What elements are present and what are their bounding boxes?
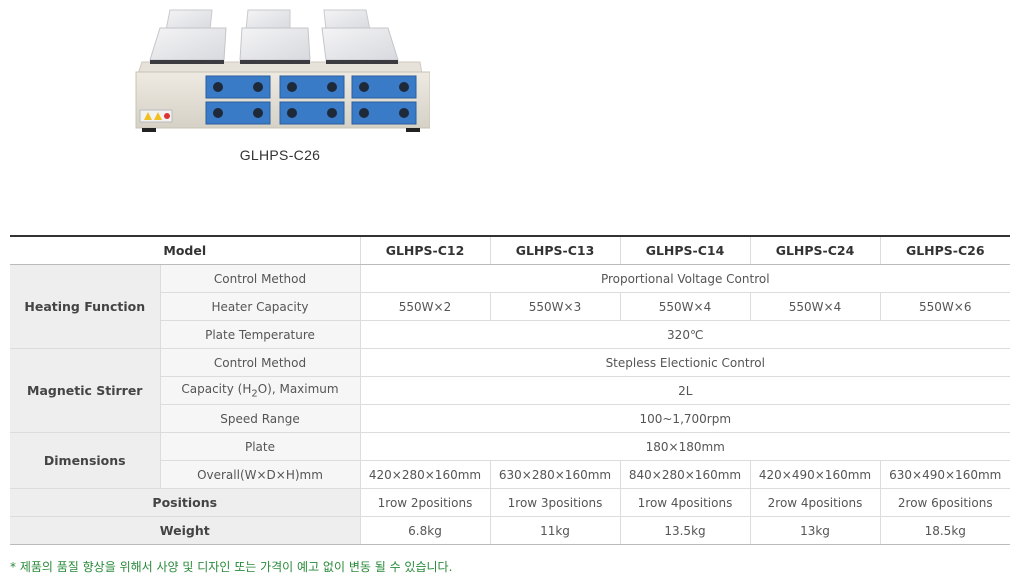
table-row: Magnetic Stirrer Control Method Stepless…	[10, 348, 1010, 433]
cell-value: 550W×2	[359, 292, 491, 321]
cell-value: 6.8kg	[359, 516, 491, 545]
row-label: Control Method	[159, 348, 361, 377]
cell-value: 420×490×160mm	[749, 460, 881, 489]
cell-value: 13kg	[749, 516, 881, 545]
row-label: Speed Range	[160, 404, 361, 433]
model-header: Model	[10, 235, 361, 265]
model-col-header: GLHPS-C26	[879, 235, 1010, 265]
cell-value: 2L	[359, 376, 1010, 405]
group-heating: Heating Function	[10, 264, 161, 349]
row-label: Plate Temperature	[160, 320, 361, 349]
disclaimer-note: * 제품의 품질 향상을 위해서 사양 및 디자인 또는 가격이 예고 없이 변…	[10, 560, 453, 574]
capacity-label-post: O), Maximum	[257, 381, 339, 396]
cell-value: Stepless Electionic Control	[359, 348, 1010, 377]
cell-value: 550W×3	[489, 292, 621, 321]
row-label-weight: Weight	[10, 516, 361, 545]
table-row: Overall(W×D×H)mm 420×280×160mm 630×280×1…	[10, 460, 1010, 489]
table-row: Heater Capacity 550W×2 550W×3 550W×4 550…	[10, 292, 1010, 321]
table-row: Plate Temperature 320℃	[10, 320, 1010, 349]
cell-value: 630×490×160mm	[879, 460, 1010, 489]
model-col-header: GLHPS-C14	[619, 235, 751, 265]
cell-value: 1row 3positions	[489, 488, 621, 517]
header-row: Model GLHPS-C12 GLHPS-C13 GLHPS-C14 GLHP…	[10, 235, 1010, 265]
cell-value: 180×180mm	[359, 432, 1010, 461]
cell-value: 2row 6positions	[879, 488, 1010, 517]
table-row: Speed Range 100~1,700rpm	[10, 404, 1010, 433]
group-dimensions: Dimensions	[10, 432, 161, 489]
cell-value: 550W×4	[749, 292, 881, 321]
cell-value: 840×280×160mm	[619, 460, 751, 489]
table-row: Weight 6.8kg 11kg 13.5kg 13kg 18.5kg	[10, 516, 1010, 545]
model-col-header: GLHPS-C12	[359, 235, 491, 265]
table-row: Heating Function Control Method Proporti…	[10, 264, 1010, 349]
model-col-header: GLHPS-C24	[749, 235, 881, 265]
table-row: Dimensions Plate 180×180mm	[10, 432, 1010, 489]
capacity-label-sub: 2	[251, 388, 258, 400]
row-label: Capacity (H2O), Maximum	[160, 376, 361, 405]
spec-table: Model GLHPS-C12 GLHPS-C13 GLHPS-C14 GLHP…	[10, 235, 1010, 545]
cell-value: 550W×6	[879, 292, 1010, 321]
cell-value: 11kg	[489, 516, 621, 545]
row-label: Overall(W×D×H)mm	[160, 460, 361, 489]
cell-value: 630×280×160mm	[489, 460, 621, 489]
cell-value: 2row 4positions	[749, 488, 881, 517]
cell-value: 13.5kg	[619, 516, 751, 545]
cell-value: 550W×4	[619, 292, 751, 321]
cell-value: 420×280×160mm	[359, 460, 491, 489]
row-label: Plate	[159, 432, 361, 461]
cell-value: 100~1,700rpm	[359, 404, 1010, 433]
product-caption: GLHPS-C26	[239, 147, 321, 163]
cell-value: 1row 2positions	[359, 488, 491, 517]
row-label: Control Method	[159, 264, 361, 293]
row-label: Heater Capacity	[160, 292, 361, 321]
model-col-header: GLHPS-C13	[489, 235, 621, 265]
cell-value: 320℃	[359, 320, 1010, 349]
row-label-positions: Positions	[10, 488, 361, 517]
cell-value: 1row 4positions	[619, 488, 751, 517]
table-row: Capacity (H2O), Maximum 2L	[10, 376, 1010, 405]
table-row: Positions 1row 2positions 1row 3position…	[10, 488, 1010, 517]
capacity-label-pre: Capacity (H	[181, 381, 252, 396]
product-image	[135, 9, 430, 132]
group-stirrer: Magnetic Stirrer	[10, 348, 161, 433]
cell-value: 18.5kg	[879, 516, 1010, 545]
cell-value: Proportional Voltage Control	[359, 264, 1010, 293]
